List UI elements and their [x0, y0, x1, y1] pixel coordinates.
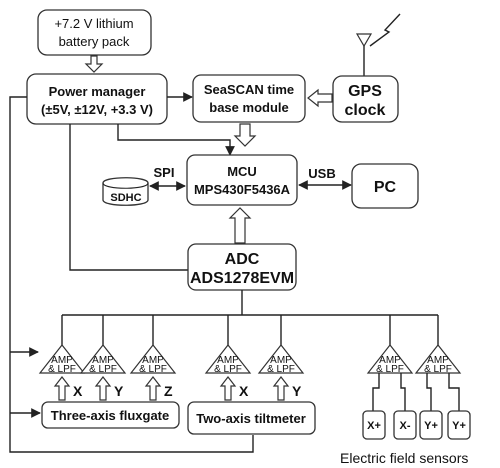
svg-text:& LPF: & LPF [424, 364, 452, 375]
sensor-to-amp-arrows [53, 376, 290, 401]
amp-lpf-efield-y: AMP & LPF [414, 344, 462, 375]
fluxgate-sensor-block: Three-axis fluxgate [41, 401, 180, 429]
usb-label: USB [308, 166, 335, 181]
svg-text:& LPF: & LPF [139, 364, 167, 375]
fluxgate-axis-z: Z [164, 383, 173, 399]
gps-antenna-icon [355, 13, 401, 76]
svg-text:AMP: AMP [51, 355, 73, 366]
adc-to-mcu-arrow [228, 207, 252, 244]
timebase-label-line2: base module [209, 100, 288, 115]
svg-text:& LPF: & LPF [214, 364, 242, 375]
svg-text:AMP: AMP [142, 355, 164, 366]
sdhc-card: SDHC [102, 177, 149, 206]
svg-text:& LPF: & LPF [376, 364, 404, 375]
gps-to-timebase-arrow [307, 88, 333, 108]
mcu-block: MCU MPS430F5436A [186, 154, 298, 206]
adc-part-number: ADS1278EVM [190, 270, 294, 287]
pc-label: PC [374, 179, 397, 196]
svg-text:& LPF: & LPF [48, 364, 76, 375]
gps-label-line1: GPS [348, 83, 382, 100]
gps-label-line2: clock [345, 102, 386, 119]
pc-block: PC [351, 163, 419, 209]
tilt-axis-y: Y [292, 383, 302, 399]
power-manager-voltages: (±5V, ±12V, +3.3 V) [41, 102, 153, 117]
signal-bus [61, 290, 439, 345]
svg-text:Y+: Y+ [452, 420, 466, 432]
amp-lpf-fluxgate-x: AMP & LPF [38, 344, 86, 375]
spi-label: SPI [154, 165, 175, 180]
power-to-mcu-line [117, 124, 235, 156]
svg-text:AMP: AMP [92, 355, 114, 366]
electrode-x-minus: X- [393, 410, 417, 440]
power-manager-block: Power manager (±5V, ±12V, +3.3 V) [26, 73, 168, 125]
tiltmeter-label: Two-axis tiltmeter [196, 411, 306, 426]
svg-text:AMP: AMP [427, 355, 449, 366]
battery-pack: +7.2 V lithium battery pack [37, 9, 152, 56]
power-manager-title: Power manager [49, 84, 146, 99]
mcu-part-number: MPS430F5436A [194, 182, 291, 197]
tilt-axis-x: X [239, 383, 249, 399]
tiltmeter-sensor-block: Two-axis tiltmeter [187, 401, 316, 435]
fluxgate-label: Three-axis fluxgate [51, 408, 170, 423]
sdhc-label: SDHC [110, 192, 141, 204]
svg-text:X+: X+ [367, 420, 381, 432]
electrode-y-plus-2: Y+ [447, 410, 471, 440]
timebase-label-line1: SeaSCAN time [204, 82, 294, 97]
gps-clock-block: GPS clock [332, 75, 399, 123]
fluxgate-axis-x: X [73, 383, 83, 399]
svg-text:Y+: Y+ [424, 420, 438, 432]
amp-lpf-efield-x: AMP & LPF [366, 344, 414, 375]
adc-block: ADC ADS1278EVM [187, 243, 297, 291]
electrode-y-plus-1: Y+ [419, 410, 443, 440]
svg-text:& LPF: & LPF [267, 364, 295, 375]
battery-label-line2: battery pack [59, 34, 130, 49]
battery-label-line1: +7.2 V lithium [54, 16, 133, 31]
electrode-wiring [372, 373, 460, 411]
svg-text:AMP: AMP [379, 355, 401, 366]
mcu-label: MCU [227, 164, 257, 179]
timebase-module: SeaSCAN time base module [192, 74, 306, 123]
amp-lpf-tilt-y: AMP & LPF [257, 344, 305, 375]
fluxgate-axis-y: Y [114, 383, 124, 399]
power-rail [9, 96, 254, 453]
svg-text:& LPF: & LPF [89, 364, 117, 375]
power-to-adc-line [69, 124, 188, 271]
amp-lpf-fluxgate-z: AMP & LPF [129, 344, 177, 375]
amp-lpf-tilt-x: AMP & LPF [204, 344, 252, 375]
amp-lpf-fluxgate-y: AMP & LPF [79, 344, 127, 375]
electrode-x-plus: X+ [362, 410, 386, 440]
electric-field-sensors-caption: Electric field sensors [340, 450, 468, 466]
adc-label: ADC [225, 251, 260, 268]
svg-text:AMP: AMP [270, 355, 292, 366]
battery-to-power-arrow [84, 55, 104, 73]
svg-text:AMP: AMP [217, 355, 239, 366]
svg-text:X-: X- [400, 420, 411, 432]
timebase-to-mcu-arrow [233, 123, 257, 147]
